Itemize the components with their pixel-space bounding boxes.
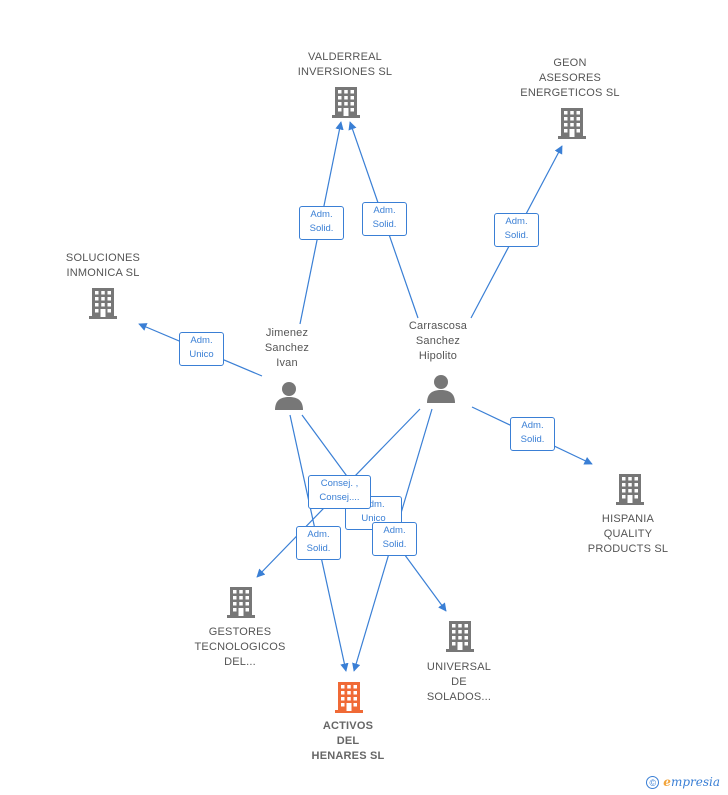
activos-building-icon[interactable] <box>335 682 363 713</box>
jimenez-person-icon[interactable] <box>275 382 303 410</box>
brand-name: mpresia <box>670 775 720 789</box>
gestores-building-icon[interactable] <box>227 587 255 618</box>
edge-label-carrascosa-geon[interactable]: Adm. Solid. <box>494 213 539 247</box>
edge-label-carrascosa-hispania[interactable]: Adm. Solid. <box>510 417 555 451</box>
nodes-layer <box>89 87 644 713</box>
geon-building-icon[interactable] <box>558 108 586 139</box>
hispania-building-icon[interactable] <box>616 474 644 505</box>
edge-label-jimenez-activos[interactable]: Adm. Solid. <box>296 526 341 560</box>
brand-logo[interactable]: empresia <box>663 775 720 789</box>
node-label-gestores[interactable]: GESTORES TECNOLOGICOS DEL... <box>194 626 286 668</box>
node-label-geon[interactable]: GEON ASESORES ENERGETICOS SL <box>520 57 620 99</box>
node-label-carrascosa[interactable]: Carrascosa Sanchez Hipolito <box>408 320 468 362</box>
edge-label-carrascosa-valderreal[interactable]: Adm. Solid. <box>362 202 407 236</box>
node-label-hispania[interactable]: HISPANIA QUALITY PRODUCTS SL <box>587 513 669 555</box>
node-label-jimenez[interactable]: Jimenez Sanchez Ivan <box>264 327 310 369</box>
node-label-activos[interactable]: ACTIVOS DEL HENARES SL <box>311 720 385 762</box>
copyright-icon: © <box>646 775 660 789</box>
brand-initial: e <box>663 775 671 789</box>
node-label-valderreal[interactable]: VALDERREAL INVERSIONES SL <box>297 51 393 78</box>
edge-label-jimenez-soluciones[interactable]: Adm. Unico <box>179 332 224 366</box>
node-label-universal[interactable]: UNIVERSAL DE SOLADOS... <box>426 661 492 703</box>
edge-label-jimenez-valderreal[interactable]: Adm. Solid. <box>299 206 344 240</box>
carrascosa-person-icon[interactable] <box>427 375 455 403</box>
edge-label-carrascosa-activos[interactable]: Adm. Solid. <box>372 522 417 556</box>
footer-brand: © empresia <box>646 775 720 789</box>
universal-building-icon[interactable] <box>446 621 474 652</box>
node-label-soluciones[interactable]: SOLUCIONES INMONICA SL <box>65 252 141 279</box>
valderreal-building-icon[interactable] <box>332 87 360 118</box>
edge-label-carrascosa-gestores[interactable]: Consej. , Consej.... <box>308 475 371 509</box>
soluciones-building-icon[interactable] <box>89 288 117 319</box>
